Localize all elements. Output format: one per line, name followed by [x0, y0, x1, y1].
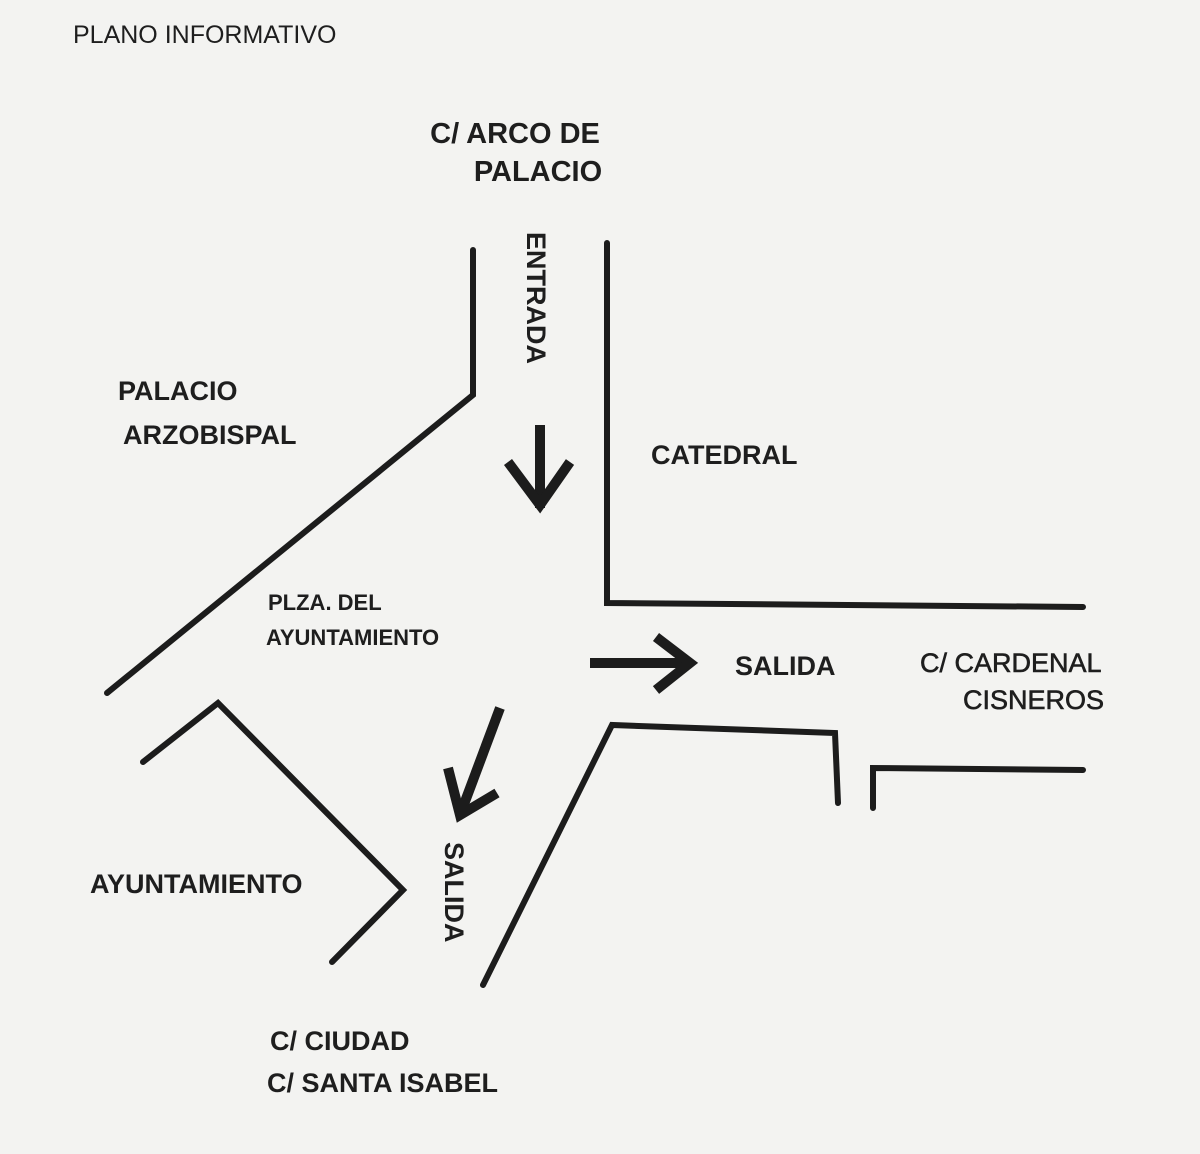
street-edge-palacio [104, 247, 476, 696]
label-catedral: CATEDRAL [651, 440, 797, 470]
label-salida-east: SALIDA [735, 651, 836, 681]
street-edge-south-east [480, 721, 841, 988]
label-arco-palacio-line1: C/ ARCO DE [430, 118, 600, 150]
map-title: PLANO INFORMATIVO [73, 21, 336, 49]
street-edge-cisneros [870, 764, 1086, 811]
label-plaza-line2: AYUNTAMIENTO [266, 625, 439, 650]
salida-east-arrow-icon [590, 633, 699, 694]
label-cardenal-line2: CISNEROS [963, 685, 1104, 715]
label-entrada: ENTRADA [521, 232, 551, 364]
label-salida-south: SALIDA [439, 842, 469, 943]
label-ayuntamiento: AYUNTAMIENTO [90, 869, 303, 899]
label-cardenal-line1: C/ CARDENAL [920, 648, 1102, 678]
entrada-arrow-icon [503, 425, 575, 514]
label-palacio-line1: PALACIO [118, 376, 238, 406]
street-edge-catedral [604, 240, 1086, 610]
label-plaza-line1: PLZA. DEL [268, 590, 382, 615]
label-santa-isabel: C/ SANTA ISABEL [267, 1068, 498, 1098]
label-ciudad: C/ CIUDAD [270, 1026, 410, 1056]
label-arco-palacio-line2: PALACIO [474, 156, 602, 188]
label-palacio-line2: ARZOBISPAL [123, 420, 297, 450]
salida-south-arrow-icon [443, 706, 505, 823]
street-edge-ayuntamiento [140, 698, 408, 965]
